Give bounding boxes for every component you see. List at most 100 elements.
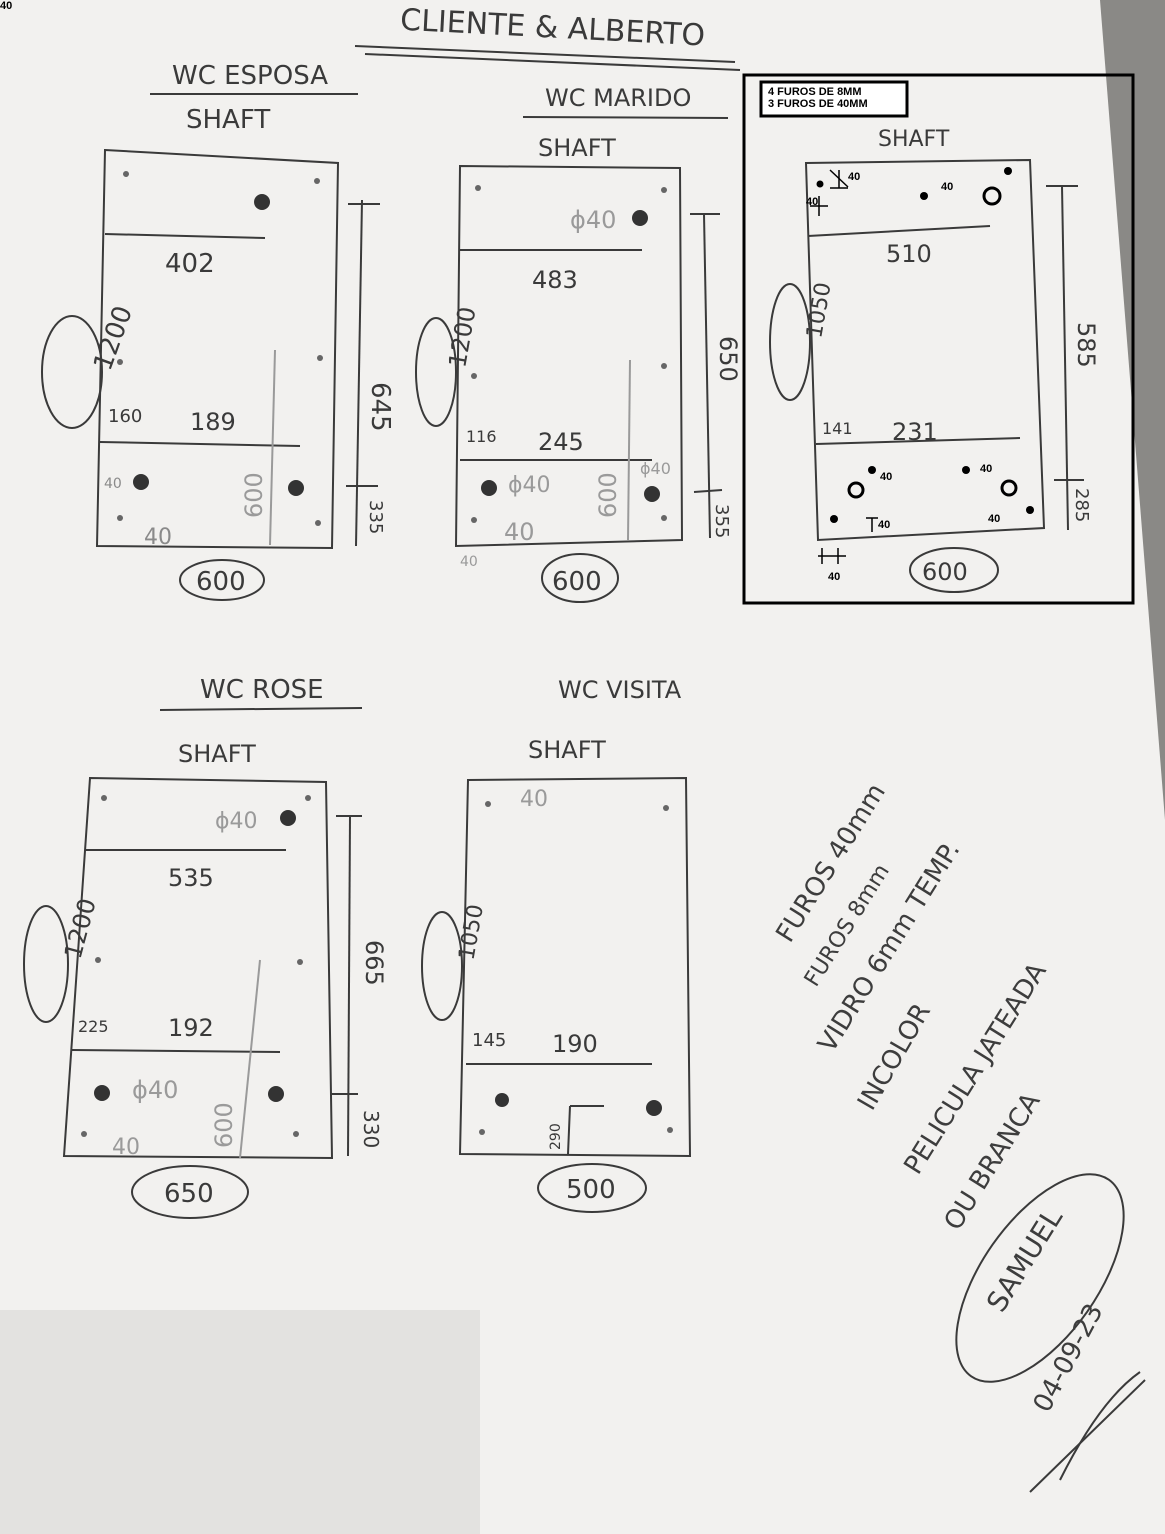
right-right-dim-line [1061, 185, 1069, 531]
right-glass [804, 158, 1046, 542]
esposa-top-dim-line [104, 233, 266, 239]
title-underline-2 [364, 53, 741, 71]
shadow [0, 1310, 480, 1534]
right-label: 40 [806, 196, 818, 208]
visita-glass [458, 776, 692, 1158]
rose-title: WC ROSE [200, 675, 324, 705]
rose-right-dim-line [347, 815, 351, 1157]
marido-glass [454, 164, 684, 548]
signature-stroke [1059, 1371, 1141, 1481]
visita-bottom-dim: 290 [548, 1123, 564, 1150]
panel-esposa: WC ESPOSA SHAFT 402 160 189 600 40 40 64… [41, 61, 395, 601]
right-label: 40 [941, 181, 953, 193]
esposa-title: WC ESPOSA [172, 61, 328, 91]
esposa-hole-small [317, 355, 323, 361]
rose-width-oval [131, 1165, 249, 1219]
esposa-hole-small [117, 359, 123, 365]
right-hole-40mm-circle [847, 481, 865, 499]
right-hole-8mm [1026, 506, 1034, 514]
right-hole-8mm [1004, 167, 1012, 175]
marido-hole-right [644, 486, 660, 502]
rose-hole-small [305, 795, 311, 801]
right-top-dim-line [807, 225, 991, 237]
visita-title: WC VISITA [558, 676, 682, 704]
visita-top-hole: 40 [520, 787, 548, 812]
marido-right-dim-line [703, 213, 711, 539]
marido-top-hole: ϕ40 [570, 206, 616, 234]
right-hole-40mm-circle [1000, 479, 1018, 497]
visita-subtitle: SHAFT [528, 736, 606, 764]
esposa-hole-small-label: 40 [104, 476, 122, 492]
right-label: 40 [980, 463, 992, 475]
right-hole-40mm-circle [982, 186, 1002, 206]
esposa-hole-top [254, 194, 270, 210]
esposa-hole-bottom-label: 40 [144, 525, 172, 550]
esposa-top-dim: 402 [165, 249, 215, 279]
marido-right-lower: 355 [711, 504, 732, 538]
right-top-dim: 510 [886, 240, 932, 268]
rose-right-lower: 330 [359, 1110, 383, 1148]
panel-rose: WC ROSE SHAFT ϕ40 535 225 192 600 ϕ40 40… [23, 675, 388, 1219]
annotation-frame [742, 73, 1135, 605]
right-label: 40 [828, 571, 840, 583]
visita-mid-dim: 190 [552, 1030, 598, 1058]
rose-hole-small [81, 1131, 87, 1137]
visita-hole-small [479, 1129, 485, 1135]
visita-hole-small [485, 801, 491, 807]
visita-hole-small [663, 805, 669, 811]
rose-hole-small [293, 1131, 299, 1137]
esposa-left-offset: 160 [108, 406, 142, 427]
rose-height-oval [23, 905, 69, 1023]
marido-underline [522, 116, 729, 119]
rose-top-hole: ϕ40 [215, 809, 258, 834]
panel-right: 4 FUROS DE 8MM 3 FUROS DE 40MM SHAFT 40 … [742, 73, 1135, 605]
esposa-right-lower: 335 [365, 500, 386, 534]
right-mid-dim: 231 [892, 418, 938, 446]
rose-mid-hole: ϕ40 [132, 1076, 178, 1104]
right-hole-40mm [920, 192, 928, 200]
esposa-right-dim-line [355, 199, 363, 547]
rose-subtitle: SHAFT [178, 740, 256, 768]
right-width-label: 600 [922, 558, 968, 586]
rose-mid-dim: 192 [168, 1014, 214, 1042]
marido-hole-small [471, 373, 477, 379]
marido-subtitle: SHAFT [538, 134, 616, 162]
note-line-2: 3 FUROS DE 40MM [768, 98, 868, 110]
marido-hole-small [661, 515, 667, 521]
right-hole-8mm [868, 466, 876, 474]
visita-width-oval [537, 1163, 647, 1213]
visita-bottom-dim-line [567, 1105, 571, 1155]
esposa-height-oval [41, 315, 103, 429]
esposa-hole-small [117, 515, 123, 521]
rose-width-label: 650 [164, 1179, 214, 1209]
esposa-hole-left [133, 474, 149, 490]
esposa-hole-small [315, 520, 321, 526]
marido-right-hole: ϕ40 [640, 459, 671, 478]
marido-top-dim: 483 [532, 266, 578, 294]
rose-hole-small [297, 959, 303, 965]
corner-label: 40 [0, 0, 13, 12]
rose-hole-top [280, 810, 296, 826]
rose-hole-small [101, 795, 107, 801]
rose-underline [159, 707, 363, 711]
right-hole-8mm [830, 515, 838, 523]
esposa-mid-dim: 189 [190, 408, 236, 436]
rose-hole-left [94, 1085, 110, 1101]
rose-hole-right [268, 1086, 284, 1102]
esposa-subtitle: SHAFT [186, 105, 270, 135]
right-right-lower: 285 [1071, 488, 1092, 522]
marido-hole-left [481, 480, 497, 496]
marido-vertical-faint: 600 [594, 472, 622, 518]
esposa-hole-small [123, 171, 129, 177]
visita-width-label: 500 [566, 1175, 616, 1205]
right-right-upper: 585 [1072, 322, 1100, 368]
marido-width-label: 600 [552, 567, 602, 597]
rose-faint-line [239, 959, 261, 1159]
right-hole-8mm [962, 466, 970, 474]
rose-glass [62, 776, 334, 1160]
esposa-faint-line [269, 349, 276, 546]
rose-top-dim: 535 [168, 864, 214, 892]
right-mid-dim-line [815, 437, 1021, 445]
signature-oval [955, 1173, 1125, 1383]
